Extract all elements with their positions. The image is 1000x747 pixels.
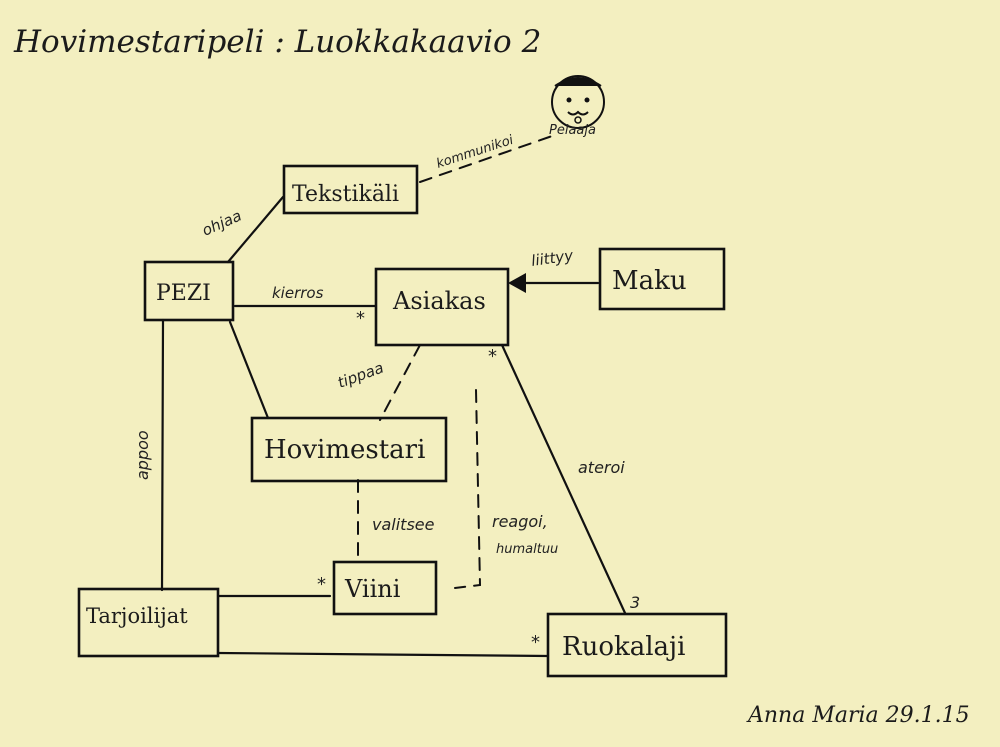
multiplicity-asiakas-bottom: *	[488, 346, 497, 367]
class-hovimestari: Hovimestari	[250, 416, 448, 483]
class-ruokalaji: Ruokalaji	[546, 612, 728, 678]
class-pezi: PEZI	[143, 260, 235, 322]
diagram-title: Hovimestaripeli : Luokkakaavio 2	[13, 24, 541, 60]
kommunikoi-association	[419, 134, 556, 183]
class-name: Asiakas	[392, 287, 486, 315]
reagoi-association	[454, 389, 482, 589]
label-valitsee: valitsee	[372, 515, 435, 534]
player-label: Pelaaja	[549, 123, 596, 138]
player-figure-icon	[551, 75, 605, 129]
arrowhead-icon	[508, 273, 526, 293]
class-name: PEZI	[156, 281, 211, 306]
tarjoilijat-ruokalaji-link	[216, 651, 550, 658]
class-name: Tarjoilijat	[86, 604, 188, 628]
label-tippaa: tippaa	[335, 359, 386, 392]
signature: Anna Maria 29.1.15	[746, 703, 970, 728]
class-tekstikali: Tekstikäli	[282, 164, 419, 215]
appoo-association	[160, 318, 165, 592]
label-ohjaa: ohjaa	[199, 206, 244, 239]
class-name: Viini	[344, 575, 401, 603]
multiplicity-viini: *	[317, 574, 326, 595]
class-asiakas: Asiakas	[374, 267, 510, 347]
label-appoo: appoo	[133, 430, 152, 480]
connectors	[160, 134, 627, 658]
pezi-hovimestari-link	[228, 320, 270, 420]
class-tarjoilijat: Tarjoilijat	[77, 587, 220, 658]
label-humaltuu: humaltuu	[496, 542, 558, 557]
class-name: Ruokalaji	[562, 632, 685, 662]
multiplicity-asiakas-left: *	[356, 308, 365, 329]
class-name: Hovimestari	[264, 435, 425, 465]
class-maku: Maku	[598, 247, 726, 311]
multiplicity-ruokalaji-top: 3	[630, 593, 640, 612]
class-name: Tekstikäli	[292, 182, 399, 207]
label-ateroi: ateroi	[578, 458, 625, 477]
label-liittyy: liittyy	[530, 246, 575, 270]
class-name: Maku	[612, 266, 687, 296]
label-kierros: kierros	[272, 284, 324, 302]
multiplicity-ruokalaji-left: *	[531, 632, 540, 653]
ohjaa-association	[226, 195, 285, 264]
tippaa-association	[379, 344, 421, 421]
ateroi-association	[500, 343, 627, 615]
label-reagoi: reagoi,	[492, 512, 548, 531]
class-viini: Viini	[332, 560, 438, 616]
